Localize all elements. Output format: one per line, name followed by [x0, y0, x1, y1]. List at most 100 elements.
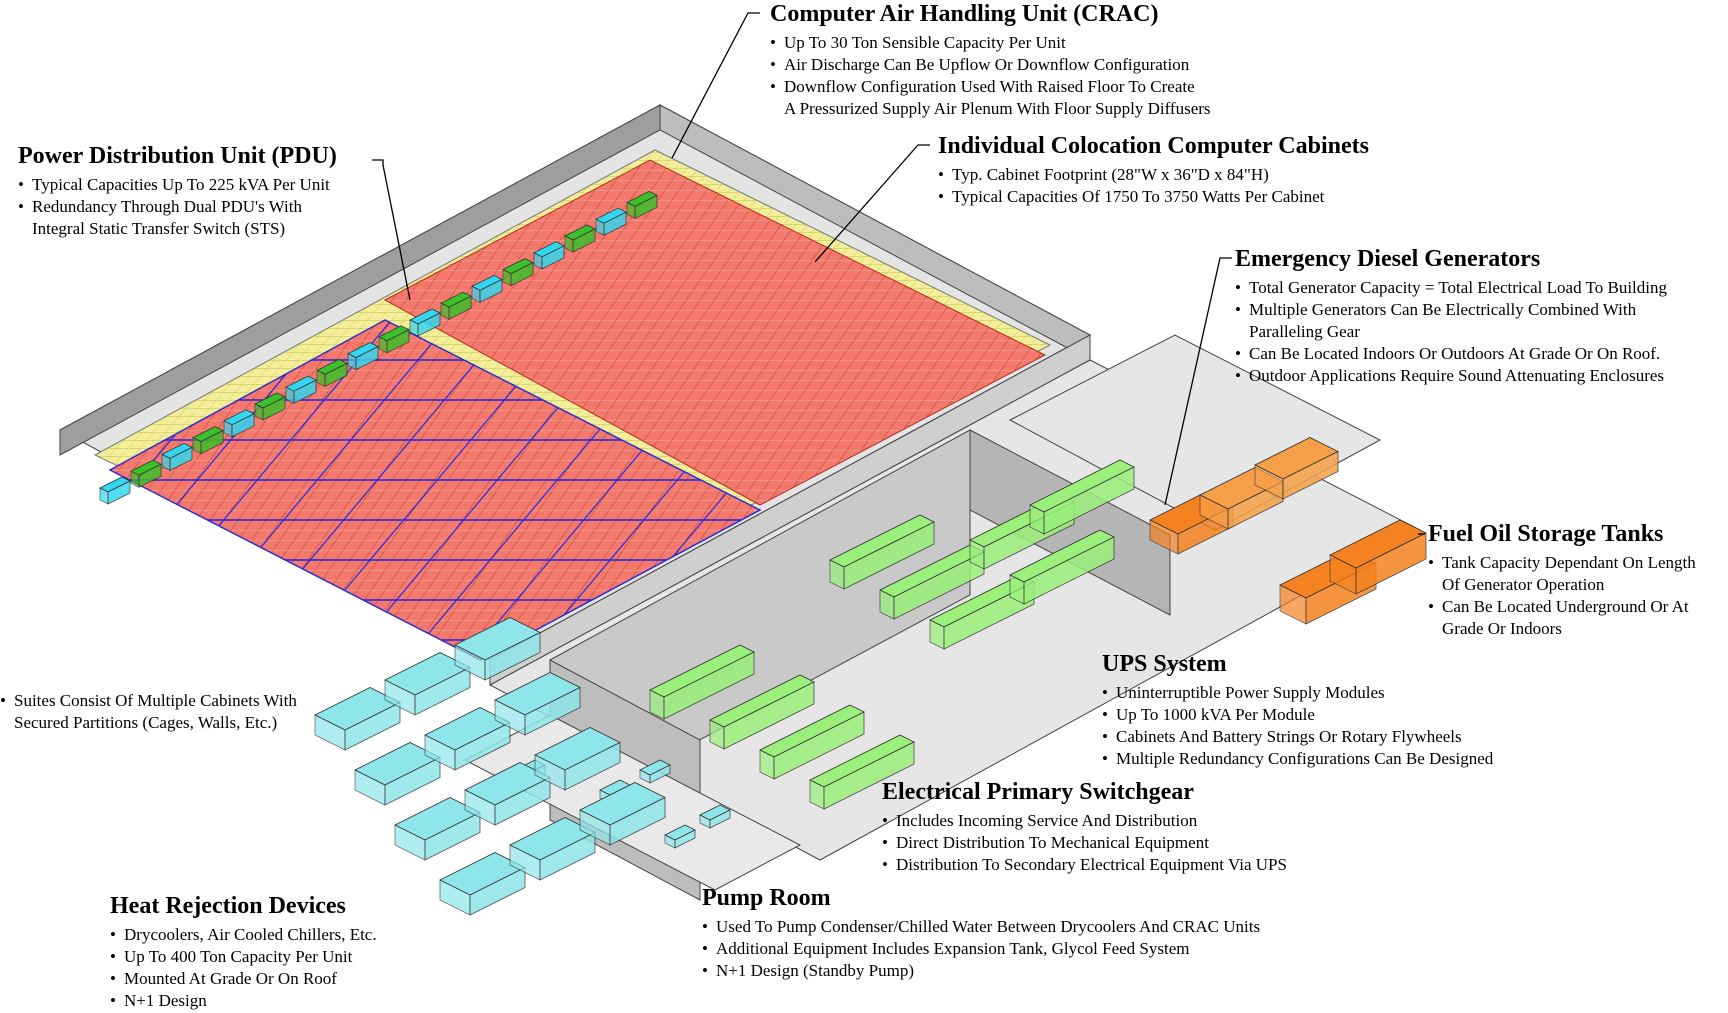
crac-bullet: Downflow Configuration Used With Raised …	[770, 76, 1211, 98]
pump-title: Pump Room	[702, 885, 831, 911]
heat-bullets: Drycoolers, Air Cooled Chillers, Etc. Up…	[110, 924, 377, 1012]
pump-unit	[699, 804, 731, 829]
crac-bullet: Air Discharge Can Be Upflow Or Downflow …	[770, 54, 1211, 76]
generators-bullet: Multiple Generators Can Be Electrically …	[1235, 299, 1667, 321]
switchgear-bullet: Distribution To Secondary Electrical Equ…	[882, 854, 1287, 876]
pump-bullet: N+1 Design (Standby Pump)	[702, 960, 1260, 982]
ups-module	[649, 644, 755, 720]
suites-bullet-continuation: Secured Partitions (Cages, Walls, Etc.)	[14, 713, 278, 732]
crac-unit	[471, 274, 503, 304]
leader-crac	[671, 12, 760, 159]
drycoolers	[314, 617, 666, 916]
drycooler-unit	[494, 672, 581, 736]
drycooler-unit	[509, 817, 596, 881]
pump-bullets: Used To Pump Condenser/Chilled Water Bet…	[702, 916, 1260, 982]
crac-unit	[409, 308, 441, 337]
generators-bullet: Total Generator Capacity = Total Electri…	[1235, 277, 1667, 299]
heat-title: Heat Rejection Devices	[110, 893, 346, 919]
crac-unit	[347, 342, 379, 371]
pdu-bullet: Redundancy Through Dual PDU's With	[18, 196, 337, 218]
pump-bullet: Additional Equipment Includes Expansion …	[702, 938, 1260, 960]
leader-generators	[1164, 257, 1232, 506]
drycooler-unit	[394, 797, 481, 861]
drycooler-unit	[439, 852, 526, 916]
crac-bullet-continuation: A Pressurized Supply Air Plenum With Flo…	[784, 99, 1211, 118]
heat-bullet: Mounted At Grade Or On Roof	[110, 968, 377, 990]
pdu-unit	[440, 291, 472, 320]
drycooler-unit	[424, 707, 511, 771]
ups-module	[709, 674, 815, 750]
pdu-unit	[316, 358, 348, 388]
ups-title: UPS System	[1102, 651, 1227, 677]
fuel-oil-tanks	[1279, 519, 1427, 625]
pdu-bullet-continuation: Integral Static Transfer Switch (STS)	[32, 219, 286, 238]
crac-unit	[595, 207, 627, 236]
leader-lines	[372, 12, 1425, 535]
pdu-bullets: Typical Capacities Up To 225 kVA Per Uni…	[18, 174, 337, 240]
heat-bullet: N+1 Design	[110, 990, 377, 1012]
ups-module	[759, 704, 865, 780]
pdu-unit	[626, 190, 658, 220]
ups-bullets: Uninterruptible Power Supply Modules Up …	[1102, 682, 1493, 770]
callout-crac: Computer Air Handling Unit (CRAC) Up To …	[770, 0, 1211, 120]
crac-unit	[285, 375, 317, 404]
fuel-bullet: Can Be Located Underground Or At	[1428, 596, 1696, 618]
fuel-bullet-continuation: Of Generator Operation	[1442, 575, 1605, 594]
generators-bullet: Can Be Located Indoors Or Outdoors At Gr…	[1235, 343, 1667, 365]
callout-switchgear: Electrical Primary Switchgear Includes I…	[882, 778, 1287, 876]
ups-bullet: Multiple Redundancy Configurations Can B…	[1102, 748, 1493, 770]
drycooler-unit	[579, 782, 666, 846]
pdu-unit	[192, 426, 224, 455]
ups-module	[879, 544, 985, 620]
leader-cabinets	[814, 144, 930, 263]
pump-bullet: Used To Pump Condenser/Chilled Water Bet…	[702, 916, 1260, 938]
generators-title: Emergency Diesel Generators	[1235, 246, 1541, 272]
ups-module	[829, 514, 935, 590]
generators-bullets: Total Generator Capacity = Total Electri…	[1235, 277, 1667, 387]
pdu-unit	[564, 224, 596, 253]
switchgear-bullets: Includes Incoming Service And Distributi…	[882, 810, 1287, 876]
crac-unit	[533, 241, 565, 270]
drycooler-unit	[454, 617, 541, 681]
fuel-bullets: Tank Capacity Dependant On Length Of Gen…	[1428, 552, 1696, 640]
fuel-title: Fuel Oil Storage Tanks	[1428, 521, 1664, 547]
diesel-generators	[1149, 437, 1339, 555]
pump-unit	[639, 759, 671, 784]
ups-module	[1009, 529, 1115, 605]
crac-bullet: Up To 30 Ton Sensible Capacity Per Unit	[770, 32, 1211, 54]
drycooler-unit	[534, 727, 621, 791]
cabinets-bullets: Typ. Cabinet Footprint (28"W x 36"D x 84…	[938, 164, 1369, 208]
drycooler-unit	[384, 652, 471, 716]
cabinets-title: Individual Colocation Computer Cabinets	[938, 133, 1369, 159]
crac-title: Computer Air Handling Unit (CRAC)	[770, 1, 1159, 27]
ups-bullet: Cabinets And Battery Strings Or Rotary F…	[1102, 726, 1493, 748]
fuel-bullet: Tank Capacity Dependant On Length	[1428, 552, 1696, 574]
ups-module	[809, 734, 915, 810]
callout-fuel: Fuel Oil Storage Tanks Tank Capacity Dep…	[1428, 520, 1696, 640]
pdu-unit	[254, 392, 286, 421]
crac-unit	[223, 409, 255, 438]
crac-bullets: Up To 30 Ton Sensible Capacity Per Unit …	[770, 32, 1211, 120]
ups-module	[1029, 459, 1135, 535]
pdu-unit	[130, 459, 162, 488]
pdu-title: Power Distribution Unit (PDU)	[18, 143, 337, 169]
heat-bullet: Up To 400 Ton Capacity Per Unit	[110, 946, 377, 968]
callout-generators: Emergency Diesel Generators Total Genera…	[1235, 245, 1667, 387]
crac-pdu-row	[99, 190, 658, 505]
switchgear-bullet: Includes Incoming Service And Distributi…	[882, 810, 1287, 832]
ups-bullet: Up To 1000 kVA Per Module	[1102, 704, 1493, 726]
pdu-unit	[378, 325, 410, 354]
crac-unit	[99, 476, 131, 505]
generators-bullet-continuation: Paralleling Gear	[1249, 322, 1360, 341]
callout-cabinets: Individual Colocation Computer Cabinets …	[938, 132, 1369, 208]
generators-bullet: Outdoor Applications Require Sound Atten…	[1235, 365, 1667, 387]
drycooler-unit	[354, 742, 441, 806]
diesel-generator	[1254, 437, 1339, 500]
callout-suites: Suites Consist Of Multiple Cabinets With…	[0, 690, 297, 734]
suites-bullets: Suites Consist Of Multiple Cabinets With…	[0, 690, 297, 734]
pump-unit	[664, 824, 696, 849]
cabinets-bullet: Typical Capacities Of 1750 To 3750 Watts…	[938, 186, 1369, 208]
fuel-tank	[1329, 519, 1427, 595]
pdu-unit	[502, 258, 534, 287]
ups-bullet: Uninterruptible Power Supply Modules	[1102, 682, 1493, 704]
